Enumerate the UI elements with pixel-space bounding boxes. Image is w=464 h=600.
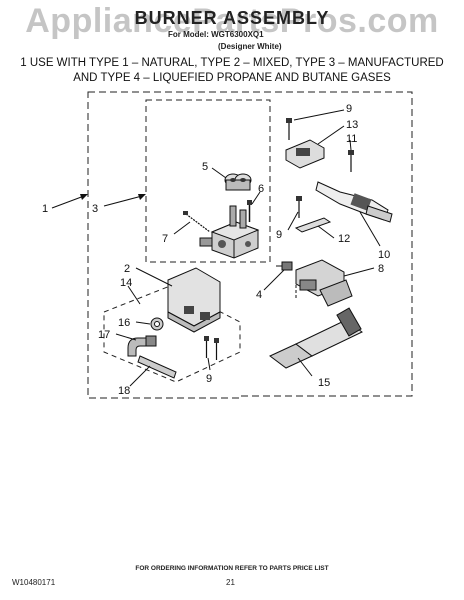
callout-11: 11 [346, 133, 357, 145]
callout-8: 8 [378, 263, 384, 275]
document-number: W10480171 [12, 578, 56, 587]
leader-1 [51, 195, 85, 209]
arrow-1 [80, 194, 88, 200]
bracket-group-boundary [103, 285, 241, 383]
leader-18 [129, 365, 151, 387]
outer-assembly-boundary [87, 91, 413, 399]
part-9-screw-top [286, 118, 292, 140]
callout-9c: 9 [206, 373, 212, 385]
leader-13 [317, 125, 345, 145]
leader-6 [251, 191, 261, 205]
callout-17: 17 [98, 329, 110, 341]
ordering-info: FOR ORDERING INFORMATION REFER TO PARTS … [135, 565, 329, 572]
leader-9-bottom [207, 357, 211, 371]
callout-9b: 9 [276, 229, 282, 241]
callout-10: 10 [378, 249, 390, 261]
leader-5 [211, 167, 227, 179]
part-9-screw-mid [296, 196, 302, 218]
part-3-gas-valve [199, 205, 260, 259]
page-title: BURNER ASSEMBLY [134, 8, 330, 28]
callout-14: 14 [120, 277, 132, 289]
callout-16: 16 [118, 317, 130, 329]
part-12-bracket [294, 217, 332, 233]
leader-14 [127, 285, 141, 305]
part-9-screws-bottom [204, 336, 219, 360]
gas-type-note: 1 USE WITH TYPE 1 – NATURAL, TYPE 2 – MI… [20, 57, 444, 84]
part-18-orifice [137, 355, 177, 379]
leader-10 [359, 211, 381, 247]
variant-label: (Designer White) [218, 42, 282, 51]
part-8-orifice-holder [295, 259, 353, 307]
part-7-screw [183, 211, 211, 233]
leader-9-top [293, 109, 345, 121]
callout-3: 3 [92, 203, 98, 215]
callout-18: 18 [118, 385, 130, 397]
part-11-screw [348, 150, 354, 172]
part-4-nut [276, 261, 293, 271]
part-13-igniter-bracket [285, 139, 325, 169]
part-17-elbow [127, 335, 157, 357]
part-2-mounting-bracket [167, 267, 221, 333]
arrow-3 [138, 194, 146, 200]
part-15-burner [269, 307, 363, 369]
callout-12: 12 [338, 233, 350, 245]
model-label: For Model: WGT6300XQ1 [168, 30, 264, 39]
leader-4 [263, 269, 285, 291]
leader-8 [343, 267, 375, 277]
leader-15 [297, 357, 313, 377]
callout-9a: 9 [346, 103, 352, 115]
leader-7 [173, 221, 191, 235]
callout-15: 15 [318, 377, 330, 389]
part-16-nut [150, 317, 164, 331]
callout-7: 7 [162, 233, 168, 245]
leader-11 [349, 139, 352, 151]
leader-12 [317, 225, 335, 239]
page-number: 21 [226, 578, 235, 587]
watermark: AppliancePartsPros.com [25, 2, 439, 40]
part-6-screw [247, 200, 252, 222]
leader-9-mid [287, 211, 299, 231]
leader-3 [103, 195, 143, 207]
callout-6: 6 [258, 183, 264, 195]
part-5-valve-cap [224, 173, 252, 191]
part-10-igniter [315, 181, 393, 223]
callout-2: 2 [124, 263, 130, 275]
callout-1: 1 [42, 203, 48, 215]
valve-assembly-boundary [145, 99, 271, 263]
leader-17 [115, 333, 137, 341]
callout-5: 5 [202, 161, 208, 173]
callout-13: 13 [346, 119, 358, 131]
leader-2 [135, 267, 173, 287]
leader-16 [135, 321, 151, 325]
callout-4: 4 [256, 289, 262, 301]
